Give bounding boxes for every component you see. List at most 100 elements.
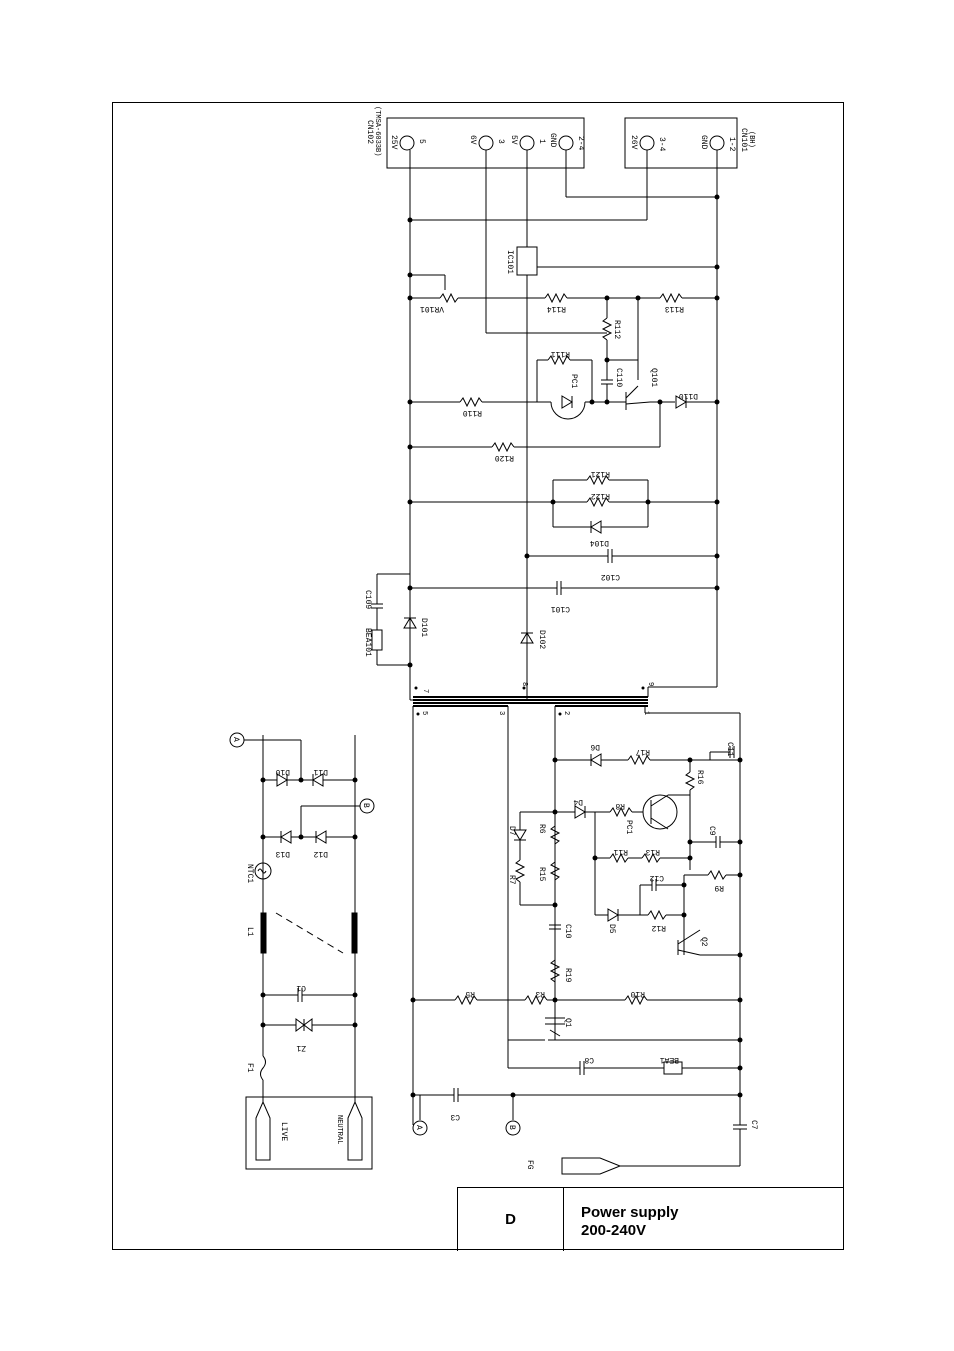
cn102-pin-num: 2-4 [576, 136, 585, 151]
tx-pin-5: 5 [420, 711, 428, 715]
label-bea101: BEA101 [363, 628, 372, 657]
label-d110: D110 [679, 391, 698, 400]
fuse-f1 [260, 1055, 266, 1081]
ref-b-marker [359, 798, 375, 814]
ref-b-marker [505, 1120, 521, 1136]
tx-pin-1: 1 [642, 711, 650, 715]
tx-pin-9: 9 [646, 682, 654, 686]
label-c102: C102 [601, 572, 620, 581]
label-d101: D101 [419, 618, 428, 637]
cn101-name: CN101 [739, 128, 748, 152]
pc1-phototransistor [642, 794, 678, 830]
tx-pin-7: 7 [421, 689, 429, 693]
cn102-pin-num: 5 [417, 139, 426, 144]
primary-control-wiring [410, 746, 747, 1167]
cn101-part: (BH) [747, 131, 755, 148]
ref-b-label: B [361, 803, 370, 808]
label-r17: R17 [635, 747, 650, 756]
cn102-pin-label: 6V [468, 135, 477, 145]
label-c1: C1 [296, 983, 306, 992]
label-pc1-bottom: PC1 [624, 820, 633, 835]
label-c11: C11 [725, 742, 734, 757]
l1-core-right [351, 912, 358, 954]
label-r120: R120 [495, 453, 514, 462]
connector-cn102: 25V 5 6V 3 5V 1 GND 2-4 CN102 (TMSA-6033… [365, 106, 585, 169]
drawing-frame [112, 102, 844, 1250]
pin-gnd [709, 135, 725, 151]
primary-control-labels: D6 R17 C11 R16 D4 R8 PC1 C9 D7 R6 R7 R15… [450, 742, 758, 1130]
title-divider [563, 1188, 564, 1251]
label-d10: D10 [275, 767, 290, 776]
ref-markers-bottom: A B [412, 1095, 521, 1136]
ref-a-marker [412, 1120, 428, 1136]
label-c7: C7 [749, 1120, 758, 1130]
label-r9: R9 [714, 883, 724, 892]
cn102-name: CN102 [365, 120, 374, 144]
label-d11: D11 [313, 767, 328, 776]
cn102-part: (TMSA-6033B) [373, 106, 381, 156]
label-bea1: BEA1 [660, 1055, 679, 1064]
ic101 [516, 246, 538, 276]
mains-labels: D10 D11 D13 D12 NTC1 L1 C1 Z1 F1 [245, 767, 328, 1073]
connector-cn101: 26V 3-4 GND 1-2 CN101 (BH) [624, 117, 755, 169]
label-q1: Q1 [563, 1018, 572, 1028]
label-r11: R11 [613, 847, 628, 856]
drawing-title-line1: Power supply [581, 1204, 679, 1221]
label-r3: R3 [535, 989, 545, 998]
cn101-pin-label: GND [699, 135, 708, 150]
cn101-pin-label: 26V [629, 135, 638, 150]
ref-a-label: A [231, 737, 240, 742]
label-c10: C10 [563, 924, 572, 939]
label-c110: C110 [614, 368, 623, 387]
label-d13: D13 [275, 849, 290, 858]
label-r122: R122 [591, 491, 610, 500]
neutral-terminal [347, 1100, 363, 1161]
label-f1: F1 [245, 1063, 254, 1073]
label-d5: D5 [607, 924, 616, 934]
cn102-pin-num: 1 [537, 139, 546, 144]
label-d4: D4 [573, 797, 583, 806]
label-r114: R114 [547, 304, 566, 313]
label-r16: R16 [695, 770, 704, 785]
cn102-pin-num: 3 [496, 139, 505, 144]
transformer-pin-labels: 7 8 9 5 3 2 1 [420, 682, 654, 715]
tx-pin-2: 2 [562, 711, 570, 715]
label-r12: R12 [651, 923, 666, 932]
label-c9: C9 [707, 826, 716, 836]
label-r13: R13 [645, 847, 660, 856]
drawing-title: Power supply 200-240V [581, 1204, 679, 1240]
fg-terminal: FG [525, 1157, 622, 1175]
pin-5v [519, 135, 535, 151]
mains-connector [245, 1096, 373, 1170]
label-l1: L1 [245, 927, 254, 937]
ref-a-label: A [414, 1125, 423, 1130]
pin-25v [399, 135, 415, 151]
ref-b-label: B [507, 1125, 516, 1130]
label-r10: R10 [630, 989, 645, 998]
label-r113: R113 [665, 304, 684, 313]
title-block: D Power supply 200-240V [457, 1187, 844, 1251]
label-r110: R110 [463, 408, 482, 417]
mains-input: LIVE NEUTRAL [229, 732, 375, 1170]
label-d102: D102 [537, 630, 546, 649]
tx-pin-3: 3 [497, 711, 505, 715]
bea101 [371, 629, 383, 651]
pin-26v [639, 135, 655, 151]
drawing-code: D [505, 1211, 516, 1228]
label-d104: D104 [590, 538, 609, 547]
label-r19: R19 [563, 968, 572, 983]
secondary-labels: IC101 VR101 R114 R113 R112 R111 PC1 C110… [363, 250, 698, 657]
label-c12: C12 [649, 873, 664, 882]
label-q2: Q2 [699, 937, 708, 947]
label-r112: R112 [612, 320, 621, 339]
ntc1 [254, 862, 272, 880]
label-r121: R121 [591, 469, 610, 478]
label-ntc1: NTC1 [245, 864, 254, 883]
cn101-pin-num: 1-2 [727, 137, 736, 152]
label-c101: C101 [551, 604, 570, 613]
tx-pin-8: 8 [520, 682, 528, 686]
secondary-wiring [371, 150, 720, 700]
label-r15: R15 [537, 867, 546, 882]
label-r6: R6 [537, 824, 546, 834]
label-r7: R7 [507, 875, 516, 885]
